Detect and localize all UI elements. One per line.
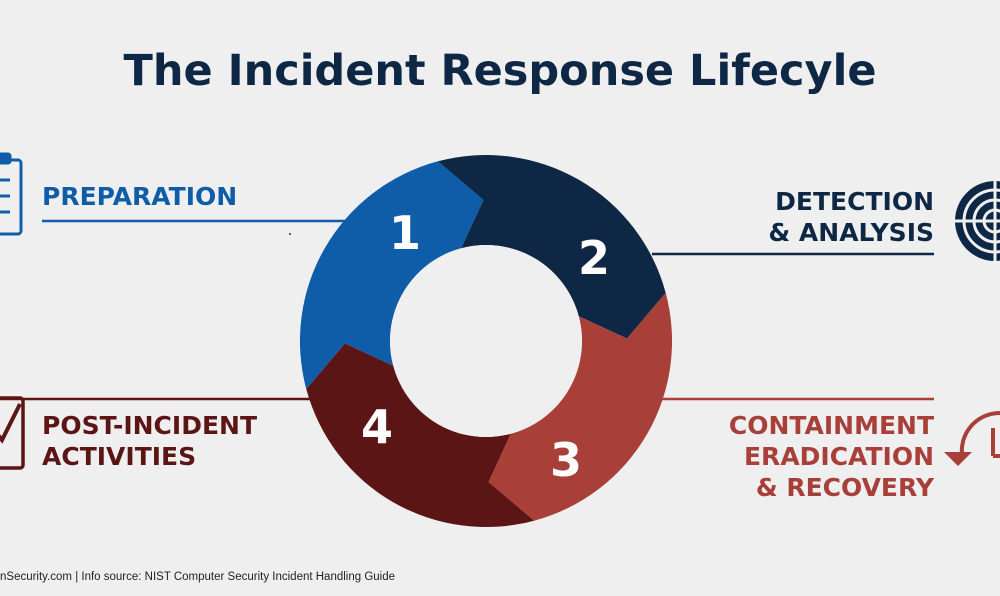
dot-mark [289, 233, 291, 235]
label-detection-analysis: DETECTION & ANALYSIS [768, 186, 934, 248]
label-preparation: PREPARATION [42, 181, 237, 212]
ring-segment-detection [437, 154, 666, 339]
label-post-incident: POST-INCIDENT ACTIVITIES [42, 410, 257, 472]
step-number-3: 3 [550, 433, 582, 487]
label-containment: CONTAINMENT ERADICATION & RECOVERY [729, 410, 934, 503]
restore-clock-icon [944, 411, 1000, 489]
step-number-2: 2 [578, 231, 610, 285]
ring-segment-containment [488, 292, 673, 521]
ring-center [390, 245, 582, 437]
label-detection-line-2: & ANALYSIS [768, 218, 934, 247]
page-title: The Incident Response Lifecyle [123, 46, 877, 96]
label-detection-line-1: DETECTION [775, 187, 934, 216]
step-number-1: 1 [389, 206, 421, 260]
step-number-4: 4 [361, 400, 393, 454]
ring-segment-preparation [299, 161, 484, 390]
ring-segment-post-incident [306, 343, 535, 528]
label-post-incident-line-1: POST-INCIDENT [42, 411, 258, 440]
label-containment-line-1: CONTAINMENT [728, 411, 934, 440]
lifecycle-ring [299, 154, 673, 528]
radar-target-icon [955, 181, 1000, 261]
footer-source-credit: nSecurity.com | Info source: NIST Comput… [0, 571, 396, 583]
label-containment-line-2: ERADICATION [743, 442, 934, 471]
label-post-incident-line-2: ACTIVITIES [42, 442, 197, 471]
label-containment-line-3: & RECOVERY [755, 473, 934, 502]
label-preparation-line-1: PREPARATION [42, 182, 238, 211]
clipboard-icon [0, 152, 23, 236]
checklist-icon [0, 396, 25, 470]
